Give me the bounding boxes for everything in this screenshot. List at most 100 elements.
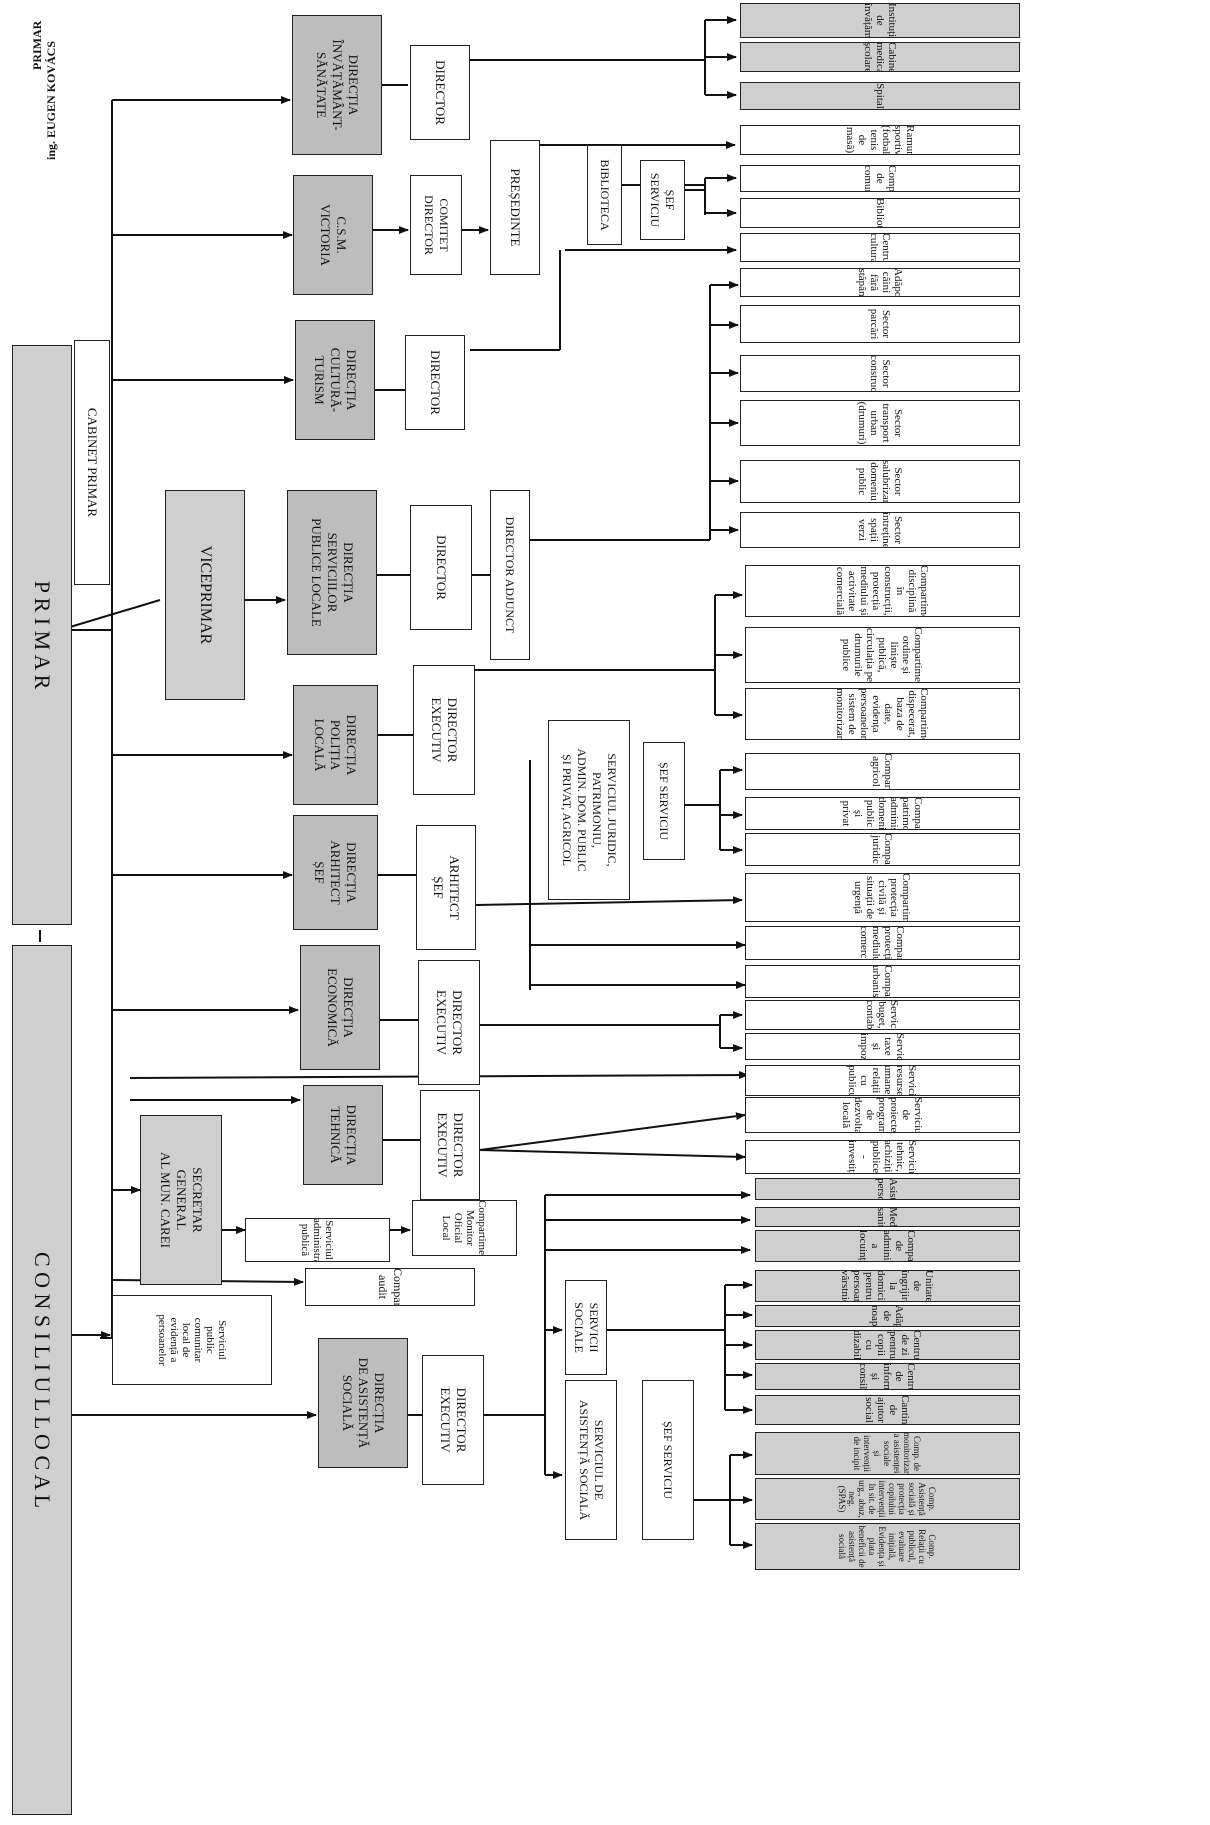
leaf-item: Compartiment urbanism	[745, 965, 1020, 998]
viceprimar-box: VICEPRIMAR	[165, 490, 245, 700]
directia-arhitect-box-label: DIRECȚIA ARHITECT ȘEF	[312, 840, 360, 905]
leaf-item: Sector transport urban (drumuri)	[740, 400, 1020, 446]
arhitect-sef-box-label: ARHITECT ȘEF	[431, 855, 462, 920]
leaf-item-label: Compartimentul protecția civilă și situa…	[852, 873, 913, 922]
leaf-item: Biblioteca	[740, 198, 1020, 228]
presedinte-box: PREȘEDINTE	[490, 140, 540, 275]
leaf-item-label: Compartiment patrimoniu, administrarea d…	[840, 797, 925, 830]
leaf-item: Serviciul buget, contabilitate	[745, 1000, 1020, 1030]
leaf-item-label: Sector transport urban (drumuri)	[856, 401, 904, 445]
leaf-item-label: Adăpost de noapte	[869, 1305, 906, 1327]
serviciul-admin-box: Serviciul administrație publică	[245, 1218, 390, 1262]
leaf-item: Compartimentul protecția civilă și situa…	[745, 873, 1020, 922]
leaf-item: Compartiment protecția mediului, comerci…	[745, 926, 1020, 960]
directia-servicii-box-label: DIRECȚIA SERVICIILOR PUBLICE LOCALE	[309, 518, 356, 627]
leaf-item-label: Serviciul resurse umane, relații cu publ…	[846, 1065, 919, 1096]
leaf-item-label: Compartiment protecția mediului, comerci…	[858, 926, 907, 960]
leaf-item-label: Compartiment ordine și liniște publică, …	[840, 627, 925, 683]
leaf-item-label: Centru cultural	[868, 233, 892, 262]
directia-cultura-box: DIRECȚIA CULTURĂ- TURISM	[295, 320, 375, 440]
leaf-item: Comp. de monitorizare a asistenței socia…	[755, 1432, 1020, 1475]
leaf-item: Sector întreținere spații verzi	[740, 512, 1020, 548]
leaf-item-label: Spital	[874, 83, 886, 109]
leaf-item-label: Serviciul taxe și impozite	[858, 1033, 907, 1060]
leaf-item: Comp. Asistență socială și protecția cop…	[755, 1478, 1020, 1520]
leaf-item: Unitate de îngrijire la domiciliu pentru…	[755, 1270, 1020, 1302]
leaf-item-label: Unitate de îngrijire la domiciliu pentru…	[839, 1270, 936, 1302]
leaf-item: Sector parcări	[740, 305, 1020, 343]
leaf-item: Spital	[740, 82, 1020, 110]
leaf-item-label: Sector întreținere spații verzi	[856, 512, 904, 548]
director-invatamant-box: DIRECTOR	[410, 45, 470, 140]
leaf-item-label: Sector salubrizare domeniu public	[856, 460, 904, 503]
directia-cultura-box-label: DIRECȚIA CULTURĂ- TURISM	[312, 347, 359, 413]
leaf-item: Centru de informare și consiliere	[755, 1363, 1020, 1390]
leaf-item: Instituții de învățământ	[740, 3, 1020, 38]
csm-victoria-box: C.S.M. VICTORIA	[293, 175, 373, 295]
directia-economica-box: DIRECȚIA ECONOMICĂ	[300, 945, 380, 1070]
serviciul-asistenta-box-label: SERVICIUL DE ASISTENȚĂ SOCIALĂ	[577, 1399, 606, 1521]
sef-biblioteca-box: ȘEF SERVICIU	[640, 160, 685, 240]
arhitect-sef-box: ARHITECT ȘEF	[416, 825, 476, 950]
leaf-item: Compartiment disciplină în construcții, …	[745, 565, 1020, 617]
directia-invatamant-box: DIRECȚIA ÎNVĂȚĂMÂNT- SĂNĂTATE	[292, 15, 382, 155]
serviciul-admin-box-label: Serviciul administrație publică	[299, 1218, 336, 1262]
monitor-box-label: Compartiment Monitor Oficial Local	[440, 1200, 489, 1256]
leaf-item: Centru cultural	[740, 233, 1020, 262]
leaf-item-label: Biblioteca	[874, 198, 886, 228]
director-servicii-box: DIRECTOR	[410, 505, 472, 630]
connector-line	[479, 1149, 746, 1161]
director-cultura-box-label: DIRECTOR	[428, 350, 443, 415]
serviciu-public-box: Serviciul public comunitar local de evid…	[112, 1295, 272, 1385]
leaf-item-label: Mediatori sanitari	[875, 1207, 900, 1227]
serviciul-asistenta-box: SERVICIUL DE ASISTENȚĂ SOCIALĂ	[565, 1380, 617, 1540]
leaf-item-label: Centru de zi pentru copii cu dizabilităț…	[851, 1330, 924, 1360]
leaf-item-label: Instituții de învățământ	[862, 3, 898, 38]
leaf-item-label: Compartiment de administrare a locuințel…	[857, 1230, 918, 1262]
leaf-item-label: Adăpost câini fără stăpân	[856, 268, 904, 297]
presedinte-box-label: PREȘEDINTE	[508, 168, 523, 247]
director-asistenta-box: DIRECTOR EXECUTIV	[422, 1355, 484, 1485]
leaf-item: Centru de zi pentru copii cu dizabilităț…	[755, 1330, 1020, 1360]
leaf-item-label: Asistenți personali	[875, 1178, 900, 1200]
directia-politia-box: DIRECȚIA POLIȚIA LOCALĂ	[293, 685, 378, 805]
connector-line	[479, 1112, 746, 1151]
serviciul-juridic-box: SERVICIUL JURIDIC, PATRIMONIU, ADMIN. DO…	[548, 720, 630, 900]
leaf-item: Serviciul tehnic, achiziții publice - in…	[745, 1140, 1020, 1174]
leaf-item: Comp. Relații cu publicul, evaluare iniț…	[755, 1523, 1020, 1570]
sef-biblioteca-box-label: ȘEF SERVICIU	[648, 172, 678, 228]
leaf-item: Asistenți personali	[755, 1178, 1020, 1200]
biblioteca-head-box: BIBLIOTECA	[587, 145, 622, 245]
consiliul-local-box: C O N S I L I U L L O C A L	[12, 945, 72, 1815]
leaf-item: Ramuri sportive (fotbal, tenis de masă)	[740, 125, 1020, 155]
monitor-box: Compartiment Monitor Oficial Local	[412, 1200, 517, 1256]
directia-tehnica-box-label: DIRECȚIA TEHNICĂ	[328, 1104, 359, 1166]
leaf-item: Compartiment agricol	[745, 753, 1020, 790]
director-cultura-box: DIRECTOR	[405, 335, 465, 430]
leaf-item-label: Compartiment dispecerat, baza de date, e…	[834, 688, 931, 740]
audit-box-label: Compartiment audit	[376, 1268, 405, 1306]
leaf-item-label: Comp. Relații cu publicul, evaluare iniț…	[837, 1525, 938, 1568]
leaf-item: Compartiment ordine și liniște publică, …	[745, 627, 1020, 683]
leaf-item-label: Sector parcări	[868, 308, 892, 340]
leaf-item-label: Ramuri sportive (fotbal, tenis de masă)	[844, 125, 916, 155]
leaf-item-label: Compartiment juridic	[870, 833, 895, 866]
director-tehnica-box-label: DIRECTOR EXECUTIV	[435, 1112, 466, 1178]
director-adjunct-box: DIRECTOR ADJUNCT	[490, 490, 530, 660]
director-politia-box: DIRECTOR EXECUTIV	[413, 665, 475, 795]
directia-economica-box-label: DIRECȚIA ECONOMICĂ	[325, 968, 356, 1047]
leaf-item: Compartiment juridic	[745, 833, 1020, 866]
leaf-item: Cabinete medicale școlare	[740, 42, 1020, 72]
leaf-item: Serviciul taxe și impozite	[745, 1033, 1020, 1060]
connector-line	[475, 896, 743, 906]
leaf-item: Compartiment de comunicare	[740, 165, 1020, 192]
director-economica-box: DIRECTOR EXECUTIV	[418, 960, 480, 1085]
sef-juridic-box: ȘEF SERVICIU	[643, 742, 685, 860]
leaf-item: Adăpost câini fără stăpân	[740, 268, 1020, 297]
directia-asistenta-box-label: DIRECȚIA DE ASISTENȚĂ SOCIALĂ	[340, 1357, 387, 1449]
cabinet-primar-box: CABINET PRIMAR	[74, 340, 110, 585]
csm-victoria-box-label: C.S.M. VICTORIA	[318, 204, 349, 266]
leaf-item-label: Serviciul buget, contabilitate	[864, 1000, 901, 1030]
secretar-box-label: SECRETAR GENERAL AL MUN. CAREI	[158, 1152, 205, 1248]
